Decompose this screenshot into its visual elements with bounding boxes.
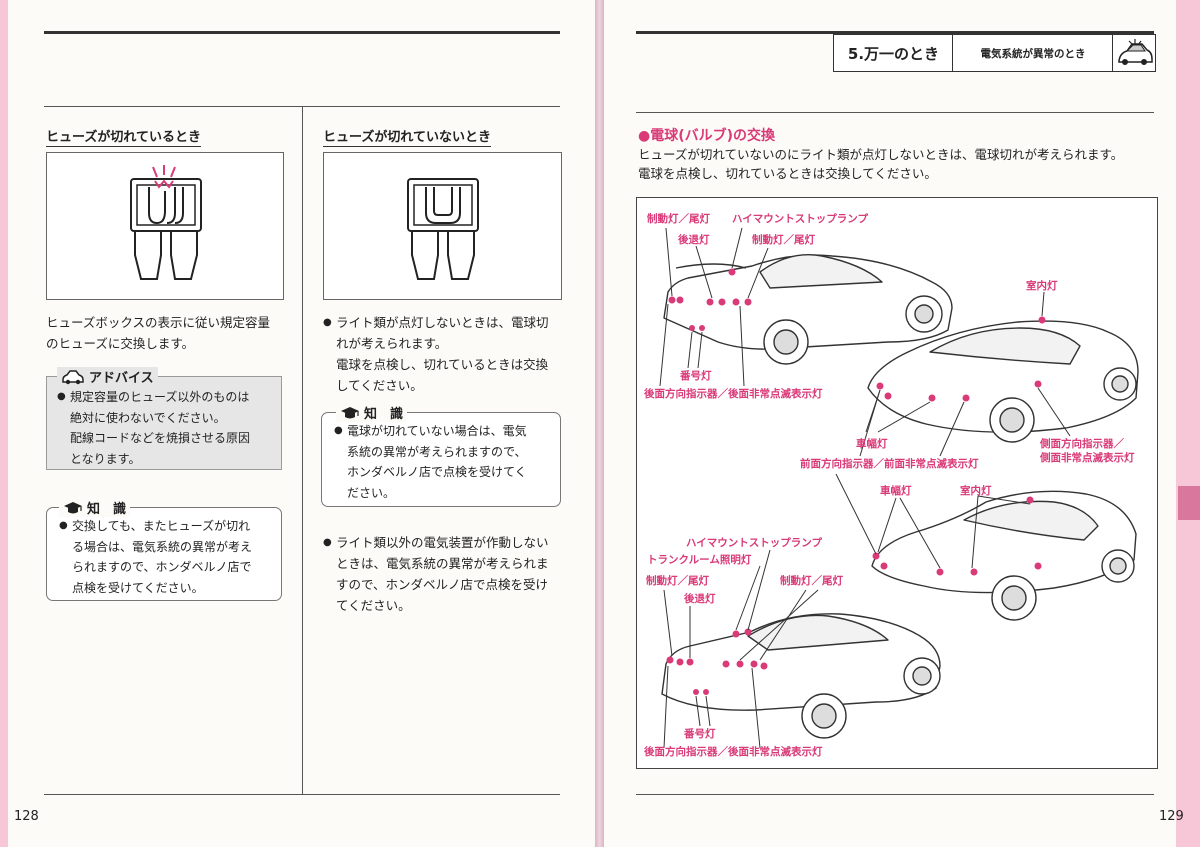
label-backup-1: 後退灯 (678, 234, 710, 246)
bulb-heading: ●電球(バルブ)の交換 (638, 128, 776, 144)
col2-bullet-2: ライト類以外の電気装置が作動しない ときは、電気系統の異常が考えられま すので、… (323, 532, 567, 616)
blown-fuse-icon (130, 165, 202, 280)
knowledge-line: ホンダベルノ店で点検を受けてく (347, 465, 527, 479)
knowledge-text-1: 交換しても、またヒューズが切れ る場合は、電気系統の異常が考え られますので、ホ… (59, 516, 279, 598)
knowledge-line: る場合は、電気系統の異常が考え (72, 539, 253, 554)
car-icon (62, 369, 84, 384)
knowledge-box-1: 知 識 交換しても、またヒューズが切れ る場合は、電気系統の異常が考え られます… (46, 498, 282, 601)
advice-line: 絶対に使わないでください。 (70, 410, 226, 425)
section-rule-right (636, 112, 1154, 113)
label-rear-turn-hazard-1: 後面方向指示器／後面非常点滅表示灯 (644, 388, 823, 400)
column-divider (302, 106, 303, 794)
label-license-1: 番号灯 (680, 370, 712, 382)
label-brake-tail-3: 制動灯／尾灯 (646, 575, 709, 587)
label-high-mount-1: ハイマウントストップランプ (732, 213, 868, 225)
label-trunk-light: トランクルーム照明灯 (647, 554, 752, 566)
col2-bullet1-line: れが考えられます。 (336, 336, 448, 351)
label-license-2: 番号灯 (684, 728, 716, 740)
advice-label: アドバイス (89, 371, 154, 386)
col2-heading-wrap: ヒューズが切れていないとき (323, 126, 491, 147)
label-brake-tail-2: 制動灯／尾灯 (752, 234, 815, 246)
bulb-intro-line: ヒューズが切れていないのにライト類が点灯しないときは、電球切れが考えられます。 (638, 147, 1124, 162)
col2-bullet1-line: ライト類が点灯しないときは、電球切 (323, 312, 567, 333)
col1-heading: ヒューズが切れているとき (46, 126, 201, 147)
label-high-mount-2: ハイマウントストップランプ (686, 537, 822, 549)
section-subtitle: 電気系統が異常のとき (980, 47, 1086, 60)
knowledge-label-2: 知 識 (364, 407, 404, 422)
col2-bullet2-line: すので、ホンダベルノ店で点検を受け (336, 577, 549, 592)
breakdown-icon-box (1112, 34, 1156, 72)
col2-bullet-1: ライト類が点灯しないときは、電球切 れが考えられます。 電球を点検し、切れている… (323, 312, 567, 396)
knowledge-box-2: 知 識 電球が切れていない場合は、電気 系統の異常が考えられますので、 ホンダベ… (321, 403, 561, 507)
graduation-cap-icon (341, 406, 359, 418)
advice-line: となります。 (70, 451, 141, 466)
knowledge-label-wrap-1: 知 識 (59, 498, 131, 517)
bottom-rule-right (636, 794, 1154, 795)
label-side-turn-hazard-1: 側面方向指示器／ (1040, 438, 1124, 450)
label-backup-2: 後退灯 (684, 593, 716, 605)
intact-fuse-figure (323, 152, 562, 300)
advice-line: 配線コードなどを焼損させる原因 (70, 431, 251, 445)
advice-label-wrap: アドバイス (57, 367, 158, 386)
bulb-intro: ヒューズが切れていないのにライト類が点灯しないときは、電球切れが考えられます。 … (638, 145, 1158, 183)
label-brake-tail-4: 制動灯／尾灯 (780, 575, 843, 587)
label-rear-turn-hazard-2: 後面方向指示器／後面非常点滅表示灯 (644, 746, 823, 758)
page-number-right: 129 (1159, 809, 1184, 824)
advice-line: 規定容量のヒューズ以外のものは (57, 387, 279, 408)
advice-text: 規定容量のヒューズ以外のものは 絶対に使わないでください。 配線コードなどを焼損… (57, 387, 279, 469)
section-subtitle-box: 電気系統が異常のとき (952, 34, 1114, 72)
label-interior-1: 室内灯 (1026, 280, 1058, 292)
col2-bullet2-line: ときは、電気系統の異常が考えられま (336, 556, 549, 571)
col1-body: ヒューズボックスの表示に従い規定容量 のヒューズに交換します。 (46, 312, 292, 354)
knowledge-line: 点検を受けてください。 (72, 580, 204, 595)
knowledge-label-wrap-2: 知 識 (336, 403, 408, 422)
knowledge-line: 電球が切れていない場合は、電気 (334, 421, 558, 442)
col2-bullet1-line: してください。 (336, 378, 423, 393)
label-interior-2: 室内灯 (960, 485, 992, 497)
knowledge-line: ださい。 (347, 485, 396, 500)
knowledge-text-2: 電球が切れていない場合は、電気 系統の異常が考えられますので、 ホンダベルノ店で… (334, 421, 558, 503)
section-title: 5.万一のとき (847, 44, 940, 63)
label-side-turn-hazard-2: 側面非常点滅表示灯 (1040, 452, 1135, 464)
bottom-rule-left (44, 794, 560, 795)
graduation-cap-icon (64, 501, 82, 513)
col1-body-line: ヒューズボックスの表示に従い規定容量 (46, 315, 271, 330)
col1-body-line: のヒューズに交換します。 (46, 336, 195, 351)
bulb-intro-line: 電球を点検し、切れているときは交換してください。 (638, 166, 937, 181)
col1-heading-wrap: ヒューズが切れているとき (46, 126, 201, 147)
section-title-box: 5.万一のとき (833, 34, 954, 72)
advice-box: アドバイス 規定容量のヒューズ以外のものは 絶対に使わないでください。 配線コー… (46, 367, 282, 470)
intact-fuse-icon (407, 178, 479, 280)
col2-bullet2-line: ライト類以外の電気装置が作動しない (323, 532, 567, 553)
label-brake-tail-1: 制動灯／尾灯 (647, 213, 710, 225)
page-number-left: 128 (14, 809, 39, 824)
knowledge-line: られますので、ホンダベルノ店で (72, 560, 252, 574)
car-breakdown-icon (1118, 39, 1153, 65)
knowledge-line: 交換しても、またヒューズが切れ (59, 516, 279, 537)
col2-bullet1-line: 電球を点検し、切れているときは交換 (336, 357, 549, 372)
book-gutter (595, 0, 604, 847)
col2-heading: ヒューズが切れていないとき (323, 126, 491, 147)
top-rule-left (44, 31, 560, 34)
label-side-marker-1: 車幅灯 (856, 438, 888, 450)
label-front-turn-hazard: 前面方向指示器／前面非常点滅表示灯 (800, 458, 979, 470)
col2-bullet2-line: てください。 (336, 598, 411, 613)
knowledge-line: 系統の異常が考えられますので、 (347, 444, 527, 459)
label-side-marker-2: 車幅灯 (880, 485, 912, 497)
blown-fuse-figure (46, 152, 284, 300)
top-rule-right (636, 31, 1154, 34)
section-edge-tab (1178, 486, 1200, 520)
knowledge-label-1: 知 識 (87, 502, 127, 517)
